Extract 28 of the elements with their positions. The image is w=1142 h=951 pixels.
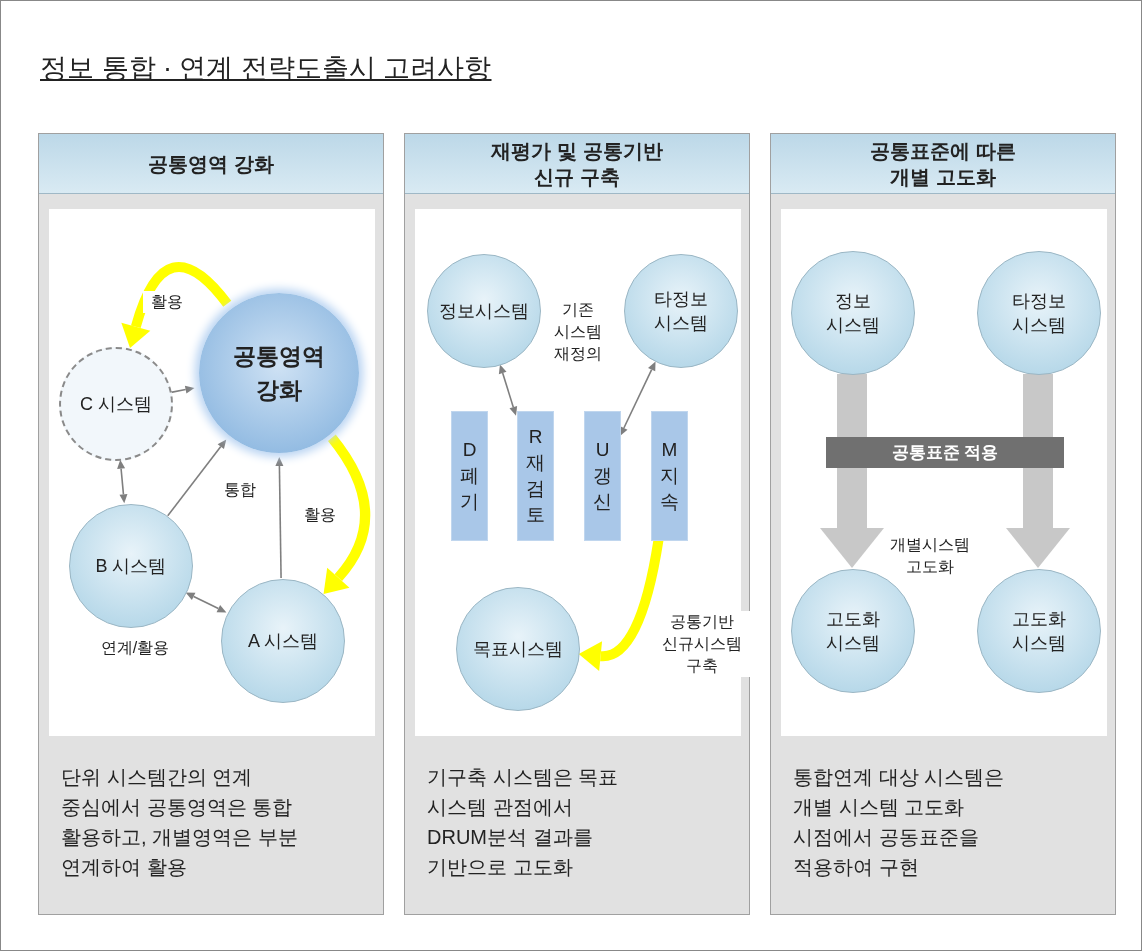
block-arrow (820, 374, 884, 568)
arrow (275, 457, 284, 579)
drum-bar: D 폐기 (451, 411, 488, 541)
panel-heading: 재평가 및 공통기반 신규 구축 (405, 134, 749, 194)
panel (38, 133, 384, 915)
drum-bar: M 지속 (651, 411, 688, 541)
arrow (498, 364, 518, 416)
panel-description: 단위 시스템간의 연계 중심에서 공통영역은 통합 활용하고, 개별영역은 부분 연계하여 활용 (61, 765, 299, 880)
arrow (185, 592, 227, 613)
curved-arrow (578, 539, 664, 672)
panel (404, 133, 750, 915)
drum-bar: R 재검토 (517, 411, 554, 541)
standard-band: 공통표준 적용 (826, 437, 1064, 468)
panel-heading: 공통영역 강화 (39, 134, 383, 194)
drum-bar: U 갱신 (584, 411, 621, 541)
arrow (170, 385, 195, 394)
curved-arrow (324, 434, 370, 595)
title: 정보 통합 · 연계 전략도출시 고려사항 (40, 52, 492, 85)
text-label: 기존 시스템 재정의 (553, 300, 603, 364)
block-arrow (1006, 374, 1070, 568)
panel-heading: 공통표준에 따른 개별 고도화 (771, 134, 1115, 194)
arrow (166, 439, 227, 517)
curved-arrow (121, 262, 232, 348)
arrow (117, 459, 128, 504)
panel-description: 통합연계 대상 시스템은 개별 시스템 고도화 시점에서 공동표준을 적용하여 구현 (793, 765, 1006, 880)
panel-description: 기구축 시스템은 목표 시스템 관점에서 DRUM분석 결과를 기반으로 고도화 (427, 765, 620, 880)
arrow (620, 361, 656, 437)
panel (770, 133, 1116, 915)
